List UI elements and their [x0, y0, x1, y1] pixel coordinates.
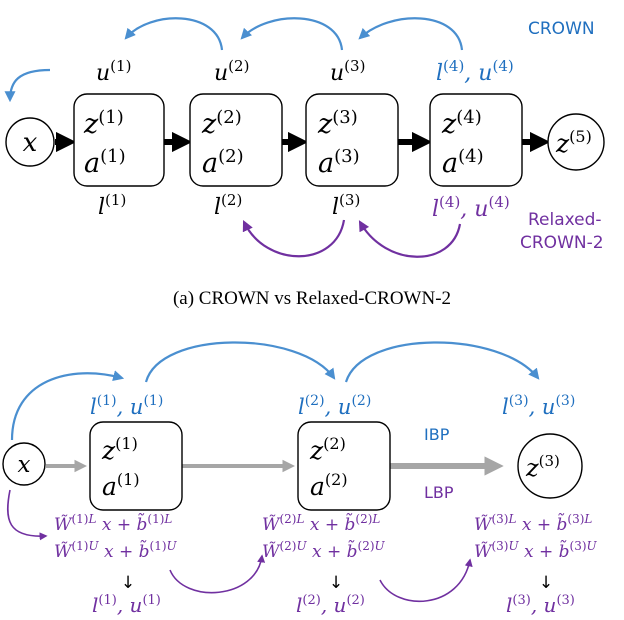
svg-text:a(4): a(4): [442, 146, 484, 179]
ibp-label: IBP: [424, 425, 450, 444]
top-layer-2: z(2) a(2): [189, 93, 283, 187]
crown-legend: CROWN: [528, 19, 595, 39]
bottom-layer-2: z(2) a(2): [297, 421, 391, 511]
relaxed-arrow-l3-to-l2: [242, 219, 346, 258]
lbp-formula-1: W̃(1)L x + b̃(1)L W̃(1)U x + b̃(1)U: [54, 512, 178, 562]
lbp-bound-1: l(1), u(1): [92, 593, 161, 617]
lbp-down-arrow-2: ↓: [329, 573, 343, 593]
lbp-bound-2: l(2), u(2): [296, 593, 365, 617]
svg-text:W̃(3)U x + b̃(3)U: W̃(3)U x + b̃(3)U: [474, 539, 598, 562]
crown-arrow-u4-to-u3: [358, 17, 464, 51]
lbp-arc-f1-to-f2: [169, 554, 266, 594]
ibp-arc-b2-to-b3: [344, 341, 540, 383]
svg-text:W̃(1)L x + b̃(1)L: W̃(1)L x + b̃(1)L: [54, 512, 172, 535]
ibp-bound-2: l(2), u(2): [298, 393, 371, 419]
lbp-label: LBP: [424, 483, 454, 502]
ibp-bound-3: l(3), u(3): [502, 393, 575, 419]
ibp-bound-1: l(1), u(1): [90, 393, 163, 419]
top-upper-3: u(3): [330, 57, 365, 86]
top-lower-1: l(1): [98, 191, 126, 220]
svg-text:W̃(3)L x + b̃(3)L: W̃(3)L x + b̃(3)L: [474, 512, 592, 535]
svg-text:z(4): z(4): [441, 107, 482, 140]
top-panel: CROWN Relaxed- CROWN-2 x z(1) a(1) z(2) …: [4, 17, 605, 309]
bottom-layer-1: z(1) a(1): [89, 421, 183, 511]
lbp-down-arrow-3: ↓: [539, 573, 553, 593]
relaxed-legend-line1: Relaxed-: [528, 210, 602, 230]
svg-text:z(1): z(1): [83, 107, 124, 140]
top-output-node: [547, 113, 605, 171]
svg-text:W̃(1)U x + b̃(1)U: W̃(1)U x + b̃(1)U: [54, 539, 178, 562]
ibp-arc-b1-to-b2: [144, 341, 336, 383]
crown-arrow-u1-to-x: [4, 68, 51, 103]
svg-text:W̃(2)L x + b̃(2)L: W̃(2)L x + b̃(2)L: [262, 512, 380, 535]
top-layer-1: z(1) a(1): [73, 93, 165, 187]
top-layer-4: z(4) a(4): [429, 93, 523, 187]
crown-arrow-u2-to-u1: [124, 17, 224, 51]
svg-text:z(3): z(3): [317, 107, 358, 140]
ibp-arc-x-to-b1: [10, 370, 125, 441]
top-caption: (a) CROWN vs Relaxed-CROWN-2: [173, 288, 451, 309]
relaxed-legend-line2: CROWN-2: [520, 233, 604, 253]
top-purple-pair-4: l(4), u(4): [432, 193, 510, 222]
top-blue-pair-4: l(4), u(4): [436, 57, 514, 86]
svg-text:a(2): a(2): [202, 146, 244, 179]
top-lower-3: l(3): [332, 191, 360, 220]
svg-text:a(2): a(2): [310, 470, 348, 501]
bottom-panel: l(1), u(1) l(2), u(2) l(3), u(3) x IBP L…: [2, 341, 598, 617]
crown-arrow-u3-to-u2: [240, 17, 344, 51]
svg-text:z(2): z(2): [201, 107, 242, 140]
lbp-formula-2: W̃(2)L x + b̃(2)L W̃(2)U x + b̃(2)U: [262, 512, 386, 562]
top-lower-2: l(2): [214, 191, 242, 220]
top-output-label: z(5): [555, 127, 592, 158]
top-upper-1: u(1): [96, 57, 131, 86]
top-upper-2: u(2): [214, 57, 249, 86]
top-input-node: [5, 117, 55, 167]
lbp-formula-3: W̃(3)L x + b̃(3)L W̃(3)U x + b̃(3)U: [474, 512, 598, 562]
top-input-label: x: [23, 128, 38, 158]
lbp-arc-f2-to-f3: [379, 558, 473, 603]
bottom-input-node: [2, 442, 46, 486]
svg-text:a(3): a(3): [318, 146, 360, 179]
bottom-input-label: x: [18, 452, 31, 478]
svg-text:z(2): z(2): [309, 434, 346, 465]
svg-text:a(1): a(1): [84, 146, 126, 179]
svg-text:a(1): a(1): [102, 470, 140, 501]
svg-text:W̃(2)U x + b̃(2)U: W̃(2)U x + b̃(2)U: [262, 539, 386, 562]
bottom-output-node: [517, 433, 583, 499]
relaxed-arrow-l4-to-l3: [358, 220, 462, 258]
top-layer-3: z(3) a(3): [305, 93, 399, 187]
bottom-output-label: z(3): [525, 452, 560, 482]
lbp-down-arrow-1: ↓: [121, 573, 135, 593]
lbp-bound-3: l(3), u(3): [506, 593, 575, 617]
svg-text:z(1): z(1): [101, 434, 138, 465]
lbp-arc-x-to-f1: [6, 489, 48, 541]
